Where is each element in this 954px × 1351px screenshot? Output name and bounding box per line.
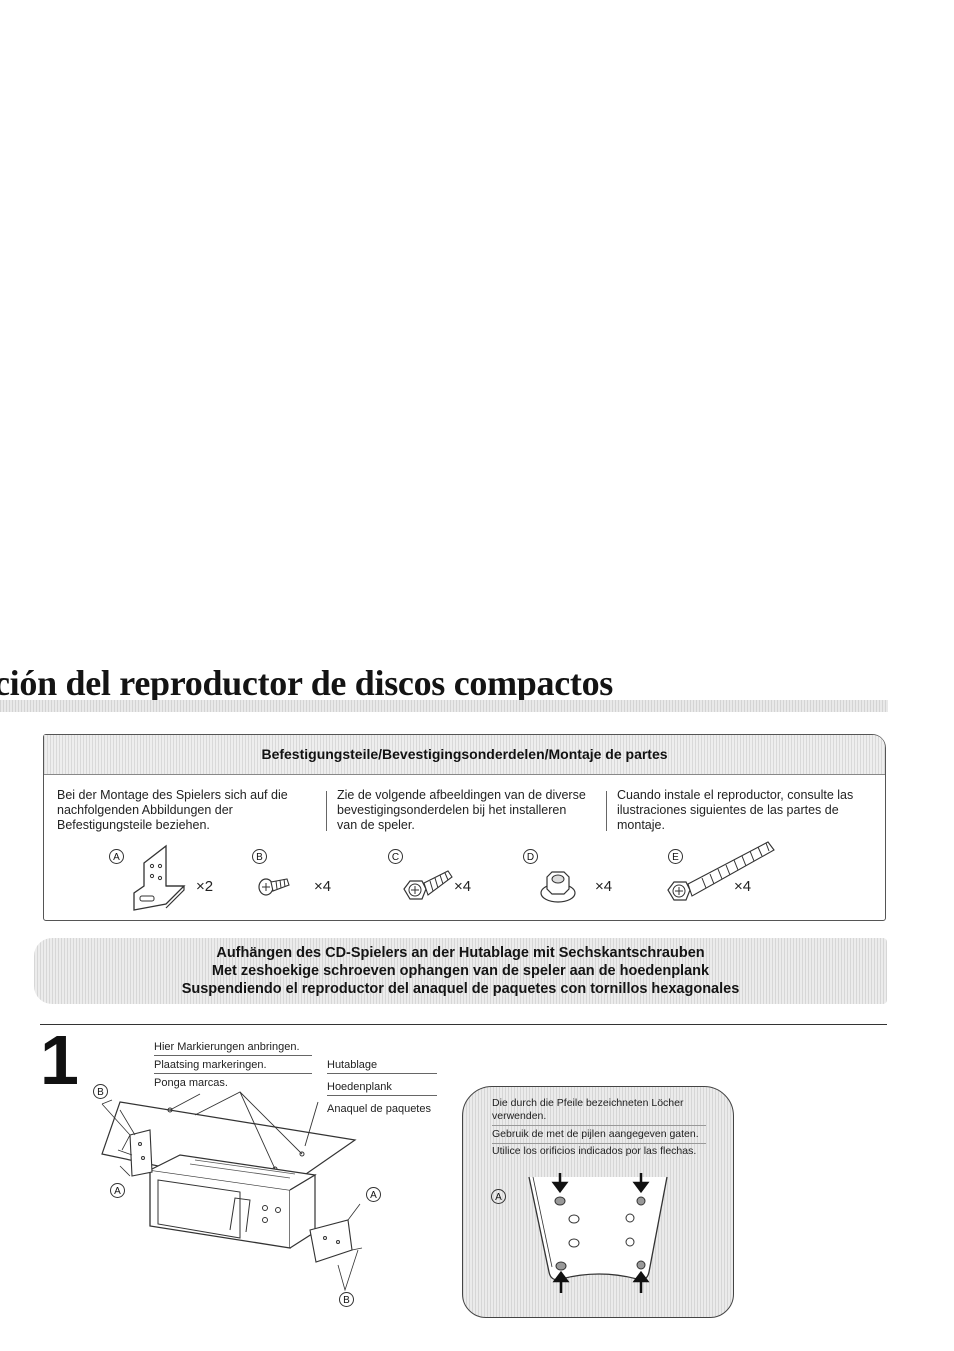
- holes-note-es: Utilice los orificios indicados por las …: [492, 1145, 697, 1157]
- callout-bracket-letter: A: [491, 1189, 506, 1204]
- title-underline-band: [0, 700, 888, 712]
- step-rule: [40, 1024, 887, 1025]
- column-divider: [326, 791, 327, 831]
- bracket-icon: [133, 844, 186, 911]
- part-c-qty: ×4: [454, 878, 472, 895]
- page-title: ción del reproductor de discos compactos: [0, 663, 613, 703]
- banner-title-es: Suspendiendo el reproductor del anaquel …: [181, 981, 740, 997]
- banner-title-nl: Met zeshoekige schroeven ophangen van de…: [211, 963, 710, 979]
- mark-label-es: Ponga marcas.: [154, 1077, 228, 1089]
- part-c-label: C: [388, 849, 403, 864]
- part-b-label: B: [252, 849, 267, 864]
- hex-nut-icon: [540, 871, 576, 903]
- long-bolt-icon: [667, 841, 775, 901]
- column-divider: [606, 791, 607, 831]
- parts-box: Befestigungsteile/Bevestigingsonderdelen…: [43, 734, 886, 921]
- short-screw-icon: [258, 878, 290, 896]
- parts-intro-de: Bei der Montage des Spielers sich auf di…: [57, 788, 288, 832]
- step-number: 1: [40, 1021, 79, 1099]
- part-a-qty: ×2: [196, 878, 214, 895]
- shelf-label-de: Hutablage: [327, 1059, 437, 1074]
- banner-title-de: Aufhängen des CD-Spielers an der Hutabla…: [216, 945, 705, 961]
- mark-label-nl: Plaatsing markeringen.: [154, 1059, 312, 1074]
- part-b-qty: ×4: [314, 878, 332, 895]
- callout-a-left: A: [110, 1183, 125, 1198]
- installation-diagram: [101, 1091, 363, 1292]
- holes-note-de: Die durch die Pfeile bezeichneten Löcher…: [492, 1097, 706, 1126]
- part-d-label: D: [523, 849, 538, 864]
- shelf-label-es: Anaquel de paquetes: [327, 1103, 431, 1115]
- callout-b-bottom: B: [339, 1292, 354, 1307]
- shelf-label-nl: Hoedenplank: [327, 1081, 437, 1096]
- part-a-label: A: [109, 849, 124, 864]
- bracket-holes-diagram: [528, 1173, 668, 1293]
- parts-intro-nl: Zie de volgende afbeeldingen van de dive…: [337, 788, 586, 832]
- parts-intro-es: Cuando instale el reproductor, consulte …: [617, 788, 854, 832]
- parts-heading: Befestigungsteile/Bevestigingsonderdelen…: [44, 735, 885, 775]
- callout-b-top: B: [93, 1084, 108, 1099]
- section-banner: Aufhängen des CD-Spielers an der Hutabla…: [34, 938, 887, 1004]
- part-d-qty: ×4: [595, 878, 613, 895]
- callout-a-right: A: [366, 1187, 381, 1202]
- part-e-label: E: [668, 849, 683, 864]
- holes-callout: Die durch die Pfeile bezeichneten Löcher…: [462, 1086, 734, 1318]
- mark-label-de: Hier Markierungen anbringen.: [154, 1041, 312, 1056]
- part-e-qty: ×4: [734, 878, 752, 895]
- hex-screw-icon: [403, 870, 453, 900]
- holes-note-nl: Gebruik de met de pijlen aangegeven gate…: [492, 1128, 706, 1144]
